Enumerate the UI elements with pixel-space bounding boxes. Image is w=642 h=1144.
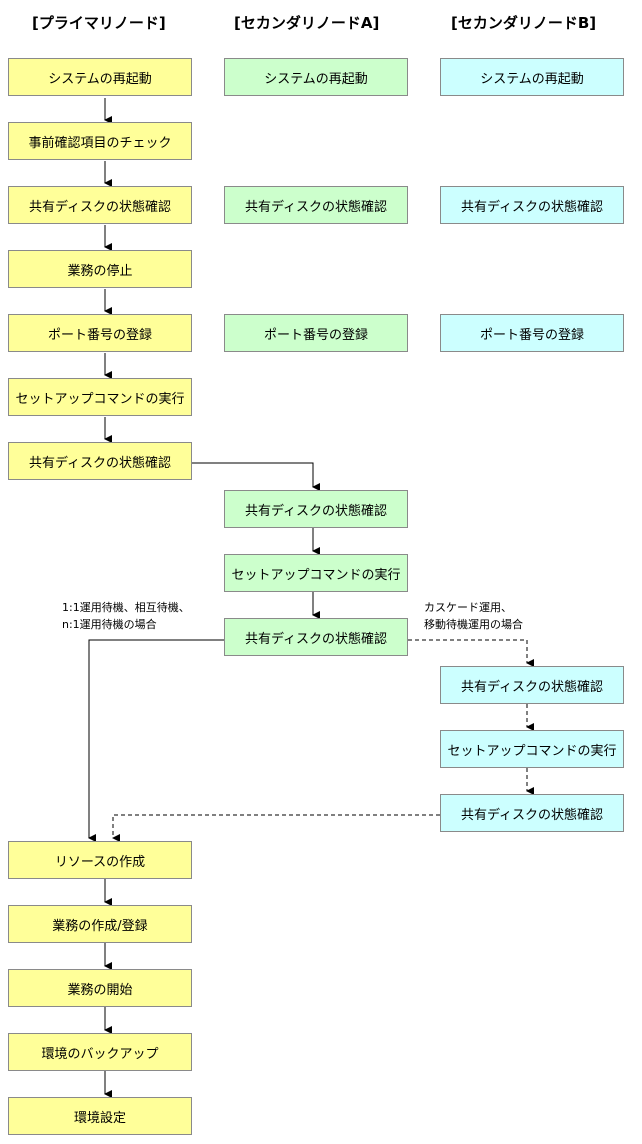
step-primary-setup-command: セットアップコマンドの実行 [8,378,192,416]
note-standby-line-2: n:1運用待機の場合 [62,618,157,631]
arrow-secondary-b-to-resource [112,814,440,842]
step-primary-restart: システムの再起動 [8,58,192,96]
step-primary-port-register: ポート番号の登録 [8,314,192,352]
column-title-secondary-a: [セカンダリノードA] [234,14,380,32]
step-secondary-a-disk-check-3: 共有ディスクの状態確認 [224,618,408,656]
step-secondary-b-restart: システムの再起動 [440,58,624,96]
step-create-resource: リソースの作成 [8,841,192,879]
column-title-secondary-b: [セカンダリノードB] [451,14,597,32]
step-secondary-a-setup-command: セットアップコマンドの実行 [224,554,408,592]
step-primary-disk-check-1: 共有ディスクの状態確認 [8,186,192,224]
step-secondary-b-disk-check: 共有ディスクの状態確認 [440,186,624,224]
step-backup-environment: 環境のバックアップ [8,1033,192,1071]
step-secondary-b-disk-check-3: 共有ディスクの状態確認 [440,794,624,832]
step-start-service: 業務の開始 [8,969,192,1007]
note-cascade-line-1: カスケード運用、 [424,601,512,614]
note-standby-line-1: 1:1運用待機、相互待機、 [62,601,190,614]
note-cascade-line-2: 移動待機運用の場合 [424,618,523,631]
step-create-register-service: 業務の作成/登録 [8,905,192,943]
step-primary-stop-service: 業務の停止 [8,250,192,288]
note-standby: 1:1運用待機、相互待機、 n:1運用待機の場合 [62,599,190,633]
step-environment-settings: 環境設定 [8,1097,192,1135]
step-secondary-b-port-register: ポート番号の登録 [440,314,624,352]
note-cascade: カスケード運用、 移動待機運用の場合 [424,599,523,633]
step-primary-disk-check-2: 共有ディスクの状態確認 [8,442,192,480]
step-primary-precheck: 事前確認項目のチェック [8,122,192,160]
step-secondary-b-disk-check-2: 共有ディスクの状態確認 [440,666,624,704]
column-title-primary: [プライマリノード] [32,14,166,32]
step-secondary-a-restart: システムの再起動 [224,58,408,96]
step-secondary-a-disk-check-2: 共有ディスクの状態確認 [224,490,408,528]
arrow-primary-to-secondary-a [192,462,320,491]
step-secondary-a-port-register: ポート番号の登録 [224,314,408,352]
arrow-secondary-a-to-secondary-b [408,639,534,667]
step-secondary-b-setup-command: セットアップコマンドの実行 [440,730,624,768]
step-secondary-a-disk-check: 共有ディスクの状態確認 [224,186,408,224]
arrow-secondary-a-to-resource [88,639,224,842]
